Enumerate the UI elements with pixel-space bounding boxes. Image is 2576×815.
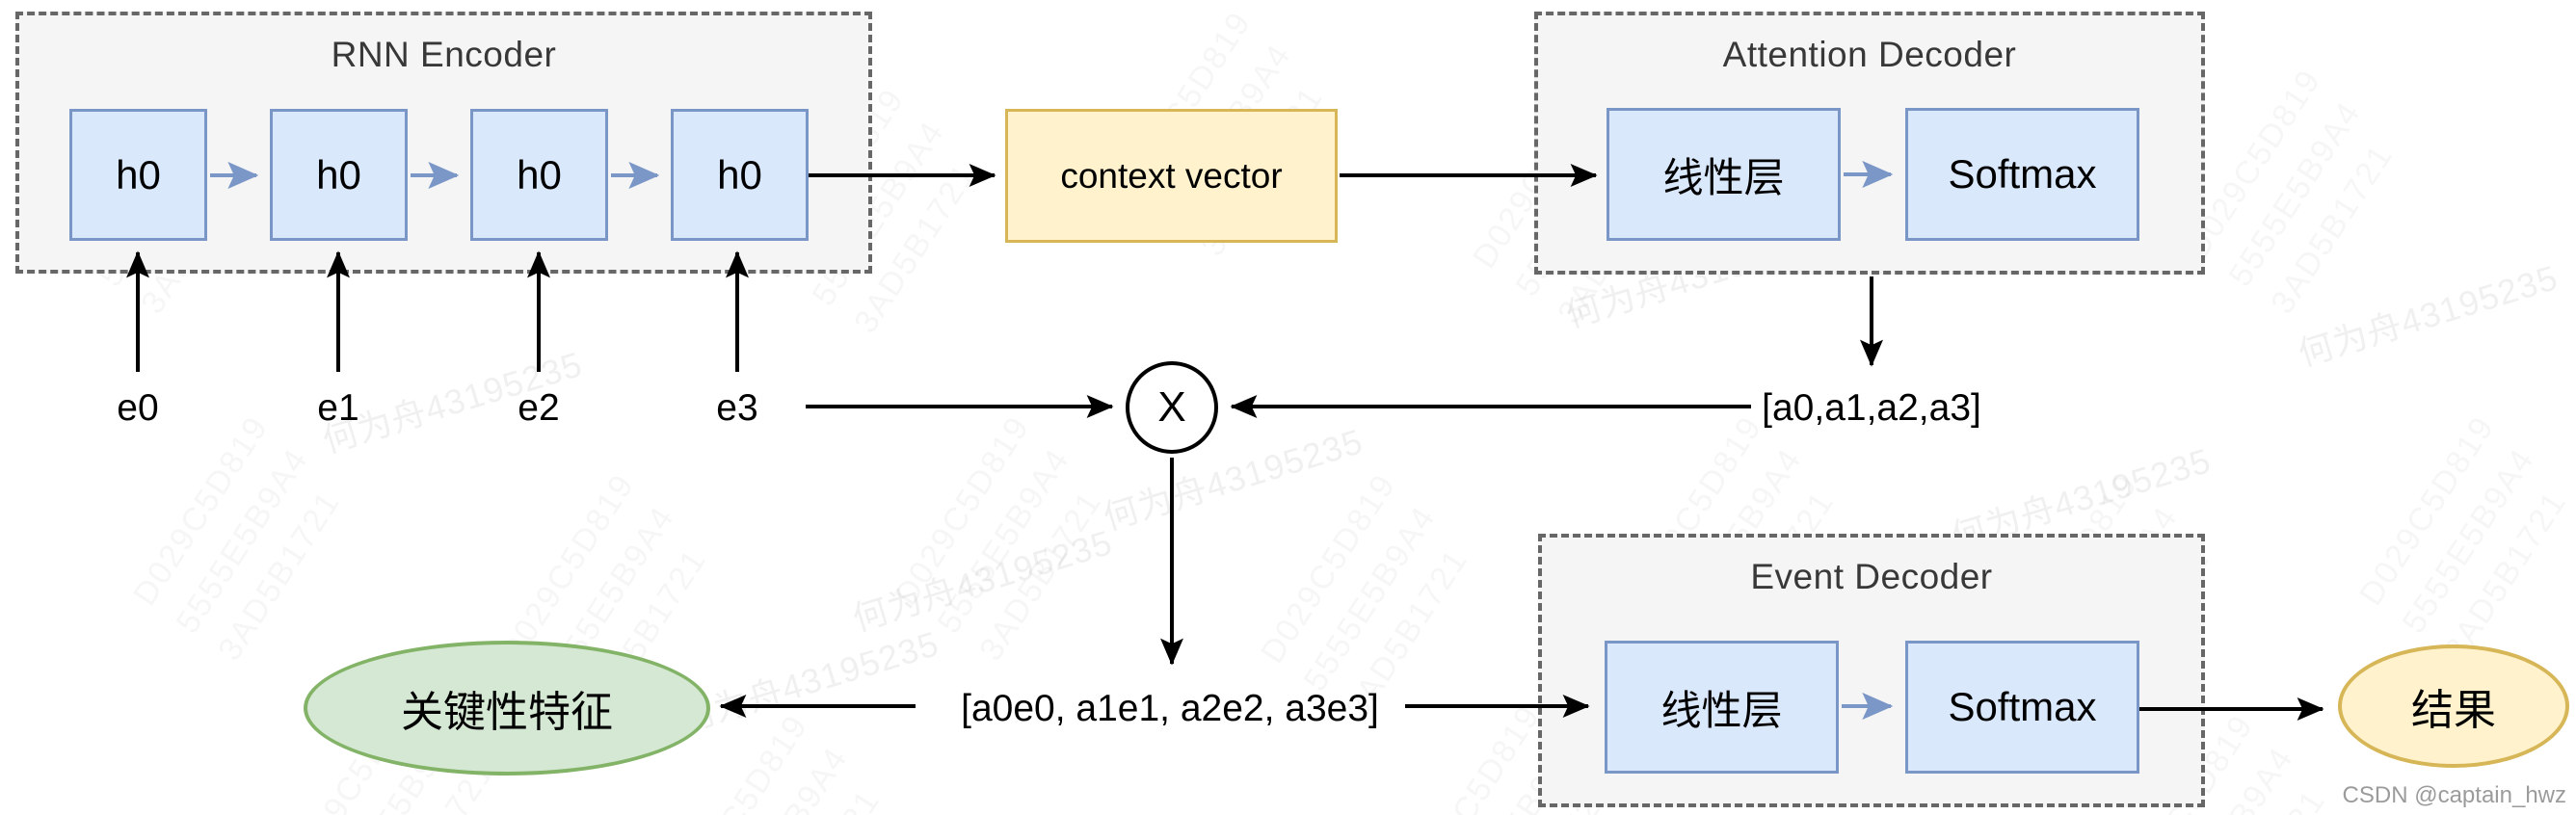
input-label-e3: e3 — [716, 387, 758, 429]
rnn-encoder-title: RNN Encoder — [331, 35, 557, 74]
input-label-e0: e0 — [117, 387, 159, 429]
attention-linear-layer-box: 线性层 — [1607, 108, 1841, 241]
event-softmax-box: Softmax — [1905, 641, 2139, 774]
encoder-cell-3: h0 — [470, 109, 608, 241]
event-linear-layer-box: 线性层 — [1605, 641, 1839, 774]
attention-softmax-box: Softmax — [1905, 108, 2139, 241]
encoder-cell-4: h0 — [671, 109, 809, 241]
context-vector-box: context vector — [1005, 109, 1338, 243]
key-features-ellipse: 关键性特征 — [304, 641, 710, 776]
input-label-e1: e1 — [317, 387, 359, 429]
encoder-cell-1: h0 — [69, 109, 207, 241]
result-ellipse: 结果 — [2338, 644, 2569, 768]
encoder-cell-2: h0 — [270, 109, 408, 241]
weighted-sum-label: [a0e0, a1e1, a2e2, a3e3] — [961, 688, 1379, 729]
attention-decoder-title: Attention Decoder — [1722, 35, 2017, 74]
input-label-e2: e2 — [518, 387, 560, 429]
event-decoder-title: Event Decoder — [1750, 557, 1993, 596]
csdn-credit-watermark: CSDN @captain_hwz — [2342, 782, 2566, 808]
attention-weights-label: [a0,a1,a2,a3] — [1762, 387, 1981, 429]
multiply-node: X — [1126, 361, 1218, 454]
